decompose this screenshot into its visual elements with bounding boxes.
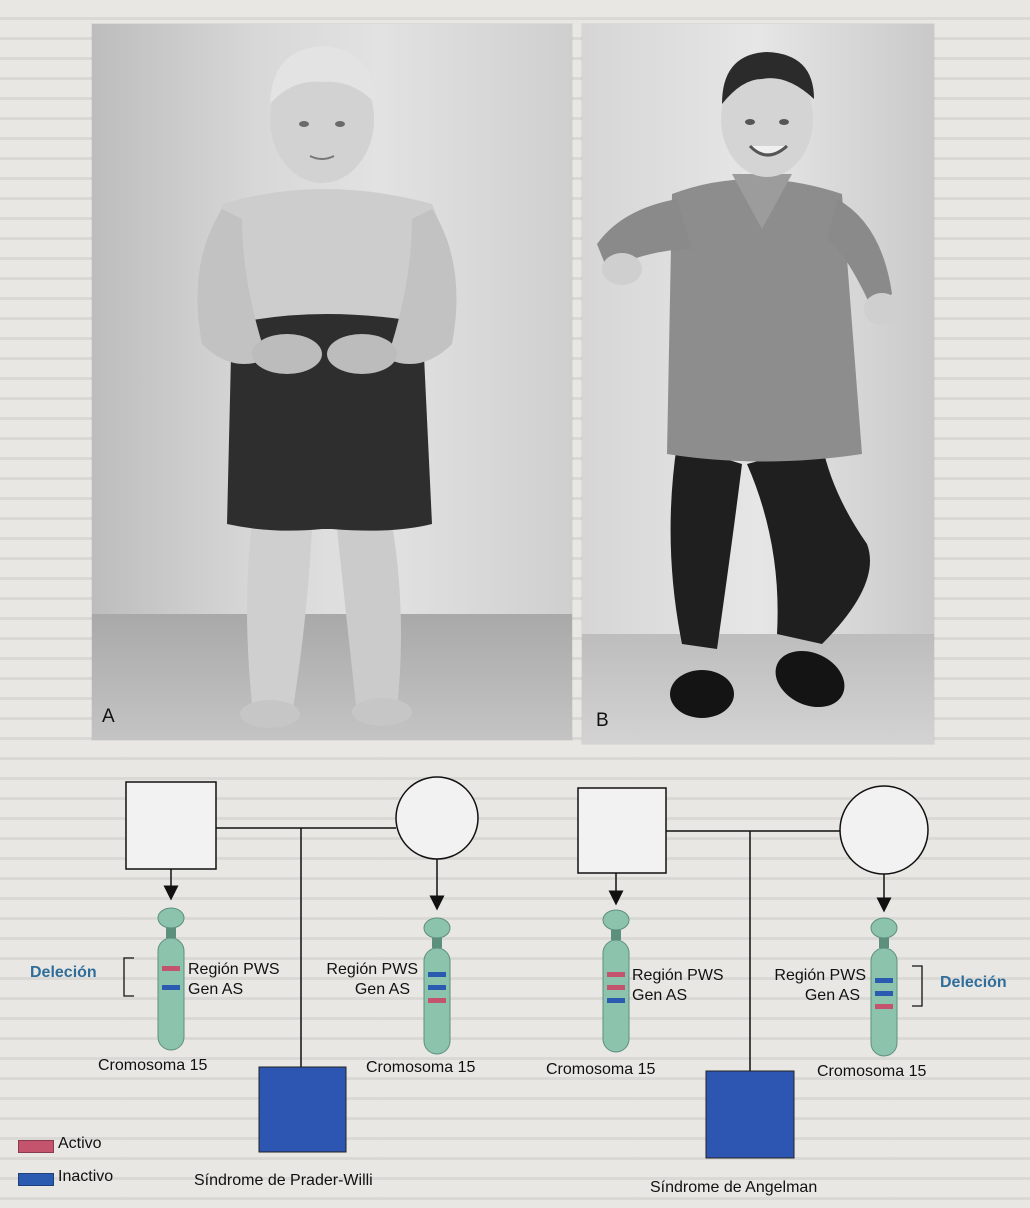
pws-region-label: Región PWS	[752, 966, 866, 986]
chromosome-15-label: Cromosoma 15	[98, 1056, 207, 1076]
deletion-label: Deleción	[30, 964, 97, 982]
inactive-swatch	[18, 1173, 54, 1186]
pws-region-label: Región PWS	[188, 960, 280, 980]
active-legend-label: Activo	[58, 1135, 102, 1153]
father-square	[126, 782, 216, 869]
pedigree-left	[124, 777, 478, 1152]
active-swatch	[18, 1140, 54, 1153]
inactive-legend-label: Inactivo	[58, 1168, 113, 1186]
offspring-angelman	[706, 1071, 794, 1158]
chromosome-15-maternal	[424, 918, 450, 1054]
mother-circle	[840, 786, 928, 874]
offspring-prader-willi	[259, 1067, 346, 1152]
prader-willi-syndrome-label: Síndrome de Prader-Willi	[194, 1171, 373, 1191]
chromosome-15-label: Cromosoma 15	[546, 1060, 655, 1080]
as-gene-label: Gen AS	[188, 980, 243, 1000]
chromosome-15-paternal	[158, 908, 184, 1050]
deletion-label: Deleción	[940, 974, 1007, 992]
as-gene-label: Gen AS	[632, 986, 687, 1006]
mother-circle	[396, 777, 478, 859]
pws-region-label: Región PWS	[632, 966, 724, 986]
pws-region-label: Región PWS	[306, 960, 418, 980]
father-square	[578, 788, 666, 873]
as-gene-label: Gen AS	[752, 986, 860, 1006]
as-gene-label: Gen AS	[306, 980, 410, 1000]
chromosome-15-maternal	[871, 918, 897, 1056]
angelman-syndrome-label: Síndrome de Angelman	[650, 1178, 817, 1198]
chromosome-15-paternal	[603, 910, 629, 1052]
chromosome-15-label: Cromosoma 15	[817, 1062, 926, 1082]
chromosome-15-label: Cromosoma 15	[366, 1058, 475, 1078]
